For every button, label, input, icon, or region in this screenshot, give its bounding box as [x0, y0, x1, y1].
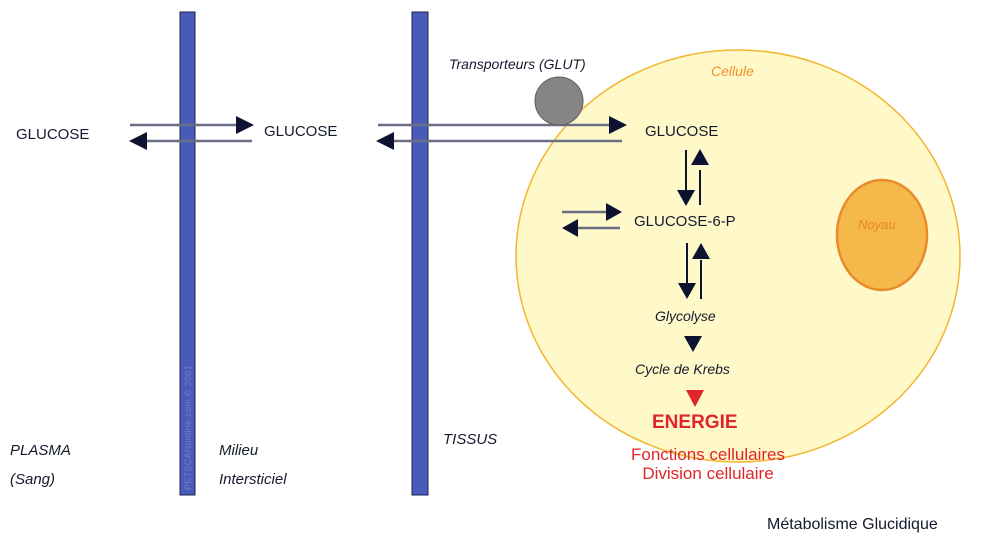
tissue-label: TISSUS	[443, 431, 498, 448]
plasma-label: PLASMA (Sang)	[10, 436, 71, 494]
outcome-cell-division: Division cellulaire	[642, 464, 774, 483]
glycolysis-to-krebs-arrow	[684, 336, 702, 352]
interstitial-cell-exchange-arrows	[376, 116, 627, 150]
krebs-to-energy-arrow	[686, 390, 704, 407]
glucose-g6p-arrows	[677, 149, 709, 206]
glycolysis-label: Glycolyse	[655, 308, 716, 324]
nucleus-label: Noyau	[858, 217, 896, 232]
cell-membrane-bar	[411, 11, 429, 496]
plasma-glucose-label: GLUCOSE	[16, 126, 90, 143]
glut-transporter	[534, 76, 584, 126]
outcomes-list: Fonctions cellulaires Division cellulair…	[608, 445, 808, 483]
glucose-6-p-label: GLUCOSE-6-P	[634, 213, 736, 230]
cell-glucose-label: GLUCOSE	[645, 123, 719, 140]
capillary-membrane	[179, 11, 196, 496]
nucleus	[835, 178, 929, 292]
plasma-label-line2: (Sang)	[10, 471, 56, 488]
interstitial-label-line2: Intersticiel	[219, 471, 287, 488]
copyright-watermark: PETSCANonline.com © 2001	[183, 365, 193, 490]
interstitial-label: Milieu Intersticiel	[219, 436, 287, 494]
diagram-title: Métabolisme Glucidique	[767, 516, 938, 533]
transporter-label: Transporteurs (GLUT)	[449, 56, 586, 72]
interstitial-label-line1: Milieu	[219, 442, 259, 459]
g6p-side-exchange-arrows	[562, 203, 622, 237]
interstitial-glucose-label: GLUCOSE	[264, 123, 338, 140]
cell-body	[515, 49, 961, 463]
outcome-cell-functions: Fonctions cellulaires	[630, 445, 785, 464]
plasma-interstitial-exchange-arrows	[129, 116, 254, 150]
cell-label: Cellule	[711, 63, 754, 79]
krebs-cycle-label: Cycle de Krebs	[635, 361, 730, 377]
plasma-label-line1: PLASMA	[10, 442, 71, 459]
g6p-glycolysis-arrows	[678, 243, 710, 299]
energy-label: ENERGIE	[652, 412, 738, 433]
